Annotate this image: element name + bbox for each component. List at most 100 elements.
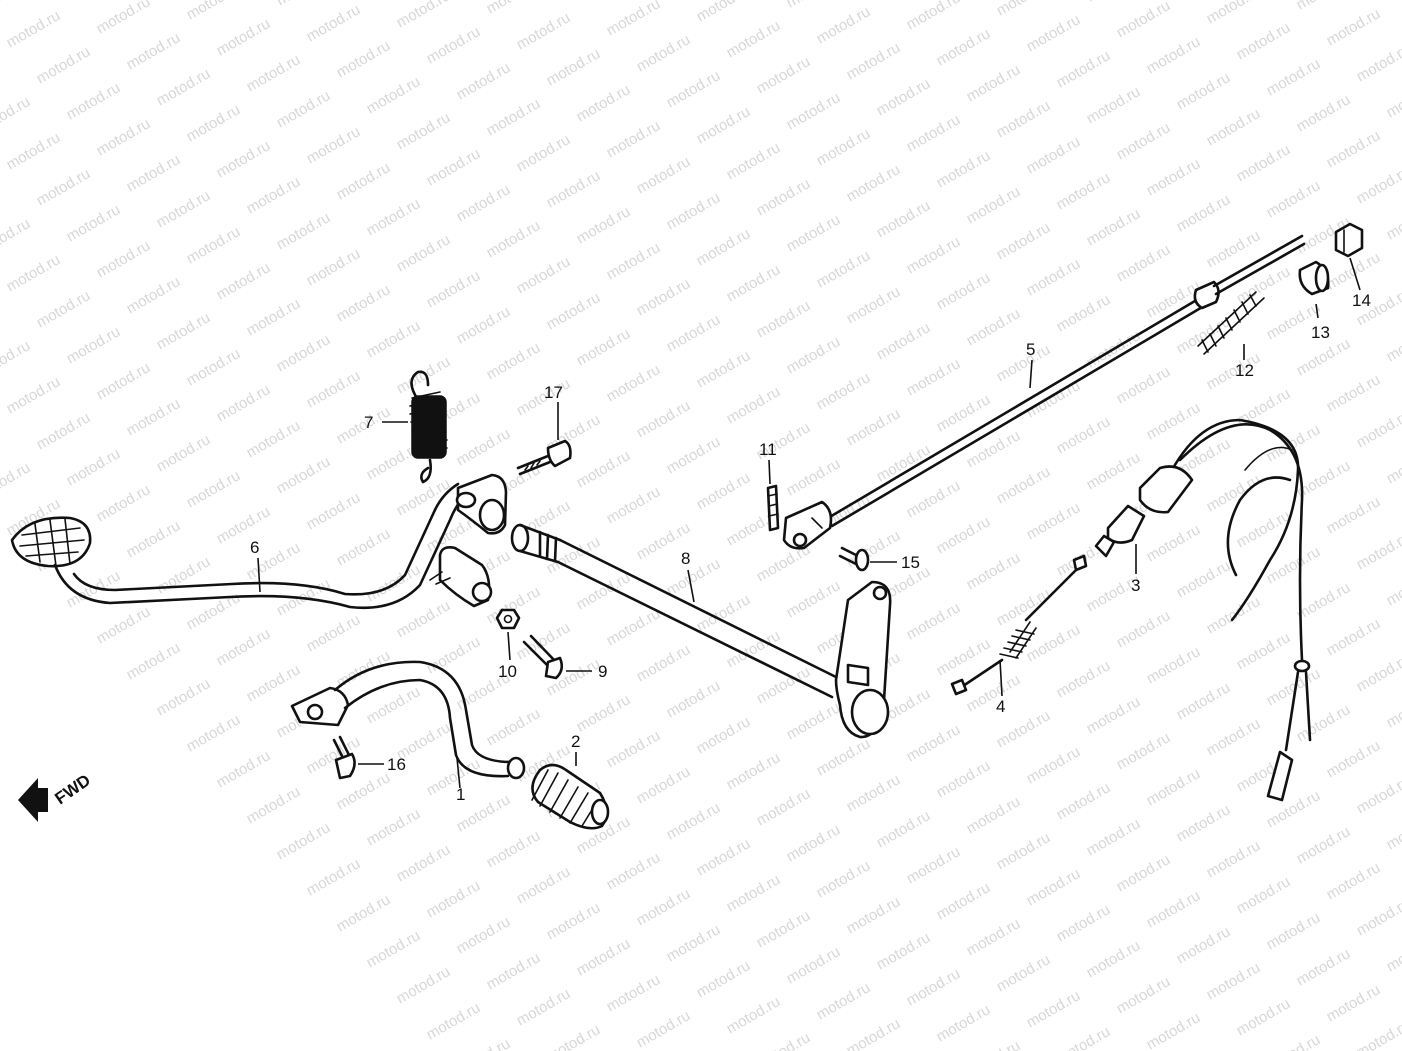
- watermark-text: motod.ru: [124, 517, 184, 561]
- watermark-text: motod.ru: [124, 151, 184, 195]
- watermark-text: motod.ru: [1384, 565, 1402, 609]
- callout-9: 9: [598, 662, 607, 681]
- watermark-text: motod.ru: [334, 525, 394, 569]
- callout-13: 13: [1311, 323, 1330, 342]
- watermark-text: motod.ru: [304, 367, 364, 411]
- watermark-text: motod.ru: [124, 395, 184, 439]
- watermark-text: motod.ru: [1174, 191, 1234, 235]
- watermark-text: motod.ru: [604, 361, 664, 405]
- watermark-text: motod.ru: [214, 381, 274, 425]
- watermark-text: motod.ru: [94, 603, 154, 647]
- watermark-text: motod.ru: [154, 553, 214, 597]
- watermark-text: motod.ru: [604, 849, 664, 893]
- watermark-text: motod.ru: [484, 0, 544, 17]
- watermark-text: motod.ru: [994, 951, 1054, 995]
- bolt-17: [516, 439, 572, 476]
- watermark-text: motod.ru: [634, 763, 694, 807]
- watermark-text: motod.ru: [754, 907, 814, 951]
- watermark-text: motod.ru: [334, 37, 394, 81]
- watermark-text: motod.ru: [964, 305, 1024, 349]
- watermark-text: motod.ru: [604, 727, 664, 771]
- watermark-text: motod.ru: [1084, 449, 1144, 493]
- watermark-text: motod.ru: [184, 711, 244, 755]
- watermark-text: motod.ru: [1354, 529, 1402, 573]
- watermark-text: motod.ru: [874, 197, 934, 241]
- watermark-text: motod.ru: [1144, 765, 1204, 809]
- watermark-text: motod.ru: [1114, 241, 1174, 285]
- watermark-text: motod.ru: [904, 965, 964, 1009]
- watermark-text: motod.ru: [1114, 973, 1174, 1017]
- watermark-text: motod.ru: [1054, 657, 1114, 701]
- watermark-text: motod.ru: [694, 347, 754, 391]
- watermark-text: motod.ru: [124, 639, 184, 683]
- watermark-text: motod.ru: [874, 441, 934, 485]
- watermark-text: motod.ru: [1294, 0, 1354, 13]
- watermark-text: motod.ru: [844, 39, 904, 83]
- watermark-text: motod.ru: [844, 893, 904, 937]
- watermark-text: motod.ru: [754, 53, 814, 97]
- watermark-text: motod.ru: [664, 799, 724, 843]
- watermark-text: motod.ru: [94, 115, 154, 159]
- watermark-text: motod.ru: [0, 179, 3, 223]
- watermark-text: motod.ru: [1174, 923, 1234, 967]
- watermark-text: motod.ru: [1144, 643, 1204, 687]
- watermark-text: motod.ru: [724, 139, 784, 183]
- callout-7: 7: [364, 413, 373, 432]
- callout-11: 11: [759, 440, 777, 459]
- watermark-text: motod.ru: [1354, 407, 1402, 451]
- callout-16: 16: [387, 755, 406, 774]
- watermark-text: motod.ru: [124, 273, 184, 317]
- watermark-text: motod.ru: [1144, 1009, 1204, 1051]
- watermark-text: motod.ru: [454, 913, 514, 957]
- watermark-text: motod.ru: [1204, 715, 1264, 759]
- watermark-text: motod.ru: [184, 0, 244, 23]
- watermark-text: motod.ru: [1054, 169, 1114, 213]
- watermark-text: motod.ru: [1234, 507, 1294, 551]
- watermark-text: motod.ru: [64, 323, 124, 367]
- callout-6: 6: [250, 538, 259, 557]
- watermark-text: motod.ru: [814, 247, 874, 291]
- watermark-text: motod.ru: [694, 469, 754, 513]
- watermark-text: motod.ru: [1234, 141, 1294, 185]
- watermark-text: motod.ru: [544, 45, 604, 89]
- watermark-text: motod.ru: [664, 677, 724, 721]
- fwd-label: FWD: [51, 771, 94, 809]
- watermark-text: motod.ru: [1294, 579, 1354, 623]
- watermark-text: motod.ru: [364, 805, 424, 849]
- watermark-text: motod.ru: [574, 81, 634, 125]
- watermark-text: motod.ru: [0, 0, 33, 15]
- watermark-text: motod.ru: [154, 431, 214, 475]
- brake-rod: [782, 234, 1306, 550]
- watermark-text: motod.ru: [1024, 865, 1084, 909]
- watermark-text: motod.ru: [1234, 385, 1294, 429]
- watermark-text: motod.ru: [904, 355, 964, 399]
- watermark-text: motod.ru: [124, 29, 184, 73]
- watermark-text: motod.ru: [184, 467, 244, 511]
- watermark-text: motod.ru: [544, 899, 604, 943]
- watermark-text: motod.ru: [634, 153, 694, 197]
- watermark-text: motod.ru: [484, 339, 544, 383]
- watermark-text: motod.ru: [364, 73, 424, 117]
- watermark-text: motod.ru: [634, 885, 694, 929]
- watermark-text: motod.ru: [1174, 69, 1234, 113]
- watermark-text: motod.ru: [154, 675, 214, 719]
- watermark-text: motod.ru: [994, 829, 1054, 873]
- watermark-text: motod.ru: [574, 447, 634, 491]
- watermark-text: motod.ru: [634, 641, 694, 685]
- callout-17: 17: [544, 383, 563, 402]
- watermark-text: motod.ru: [1174, 801, 1234, 845]
- watermark-text: motod.ru: [844, 161, 904, 205]
- watermark-text: motod.ru: [1114, 363, 1174, 407]
- watermark-text: motod.ru: [664, 433, 724, 477]
- watermark-text: motod.ru: [694, 957, 754, 1001]
- brake-pedal: [10, 473, 508, 610]
- watermark-text: motod.ru: [424, 23, 484, 67]
- watermark-text: motod.ru: [1204, 105, 1264, 149]
- watermark-text: motod.ru: [304, 1, 364, 45]
- watermark-text: motod.ru: [484, 705, 544, 749]
- watermark-text: motod.ru: [844, 527, 904, 571]
- watermark-text: motod.ru: [1264, 55, 1324, 99]
- watermark-text: motod.ru: [424, 633, 484, 677]
- watermark-text: motod.ru: [694, 0, 754, 25]
